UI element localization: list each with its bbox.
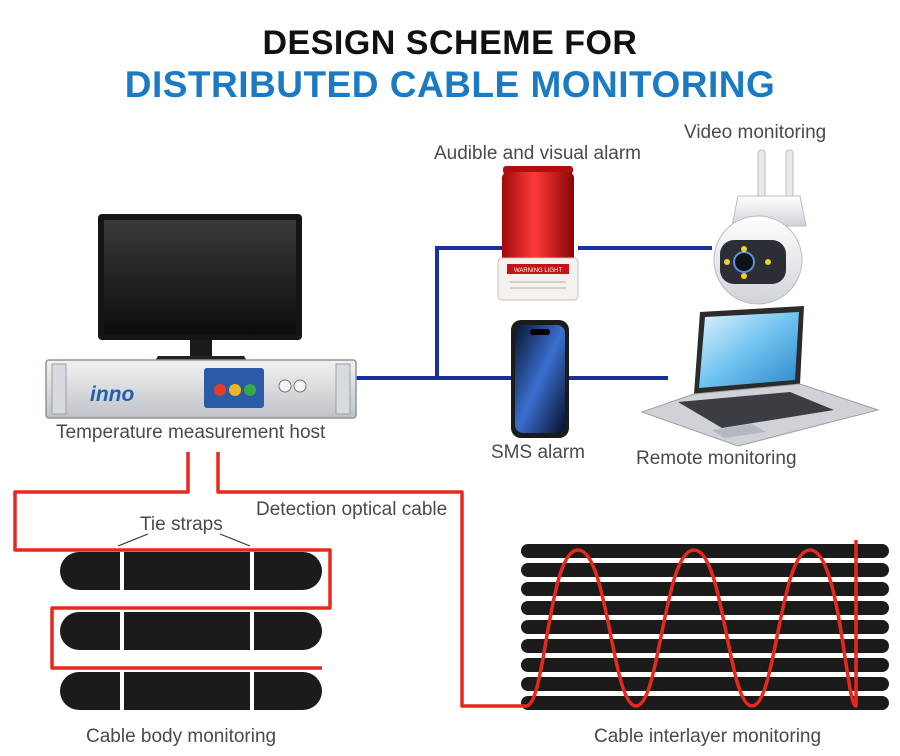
tie-strap-marks xyxy=(120,548,254,714)
detection-optical-cable xyxy=(13,452,858,708)
label-cable-interlayer-monitoring: Cable interlayer monitoring xyxy=(594,726,822,747)
label-detection-optical-cable: Detection optical cable xyxy=(256,499,448,520)
monitor-icon xyxy=(98,214,302,366)
laptop-icon xyxy=(640,306,880,447)
label-remote-monitoring: Remote monitoring xyxy=(636,448,797,469)
tie-strap-pointers xyxy=(117,533,251,547)
page-title-line1: DESIGN SCHEME FOR xyxy=(262,24,638,62)
camera-icon xyxy=(713,149,807,305)
indicator-yellow xyxy=(229,384,241,396)
cable-body-row-2 xyxy=(60,612,322,650)
cable-body-row-3 xyxy=(60,672,322,710)
warning-light-text: WARNING LIGHT xyxy=(514,268,562,274)
label-video-monitoring: Video monitoring xyxy=(684,122,827,143)
siren-icon: WARNING LIGHT xyxy=(497,166,579,301)
temperature-host-icon: inno xyxy=(45,359,357,419)
label-tie-straps: Tie straps xyxy=(140,514,223,535)
label-temperature-host: Temperature measurement host xyxy=(56,422,326,443)
indicator-red xyxy=(214,384,226,396)
cable-body-row-1 xyxy=(60,552,322,590)
label-audible-visual-alarm: Audible and visual alarm xyxy=(434,143,642,164)
cable-body xyxy=(60,533,322,714)
page-title-line2: DISTRIBUTED CABLE MONITORING xyxy=(124,64,776,105)
label-cable-body-monitoring: Cable body monitoring xyxy=(86,726,277,747)
indicator-green xyxy=(244,384,256,396)
link-to-alarm xyxy=(435,246,502,378)
phone-icon xyxy=(511,320,569,438)
brand-logo: inno xyxy=(90,383,134,406)
label-sms-alarm: SMS alarm xyxy=(491,442,585,463)
cable-interlayer xyxy=(521,544,889,710)
